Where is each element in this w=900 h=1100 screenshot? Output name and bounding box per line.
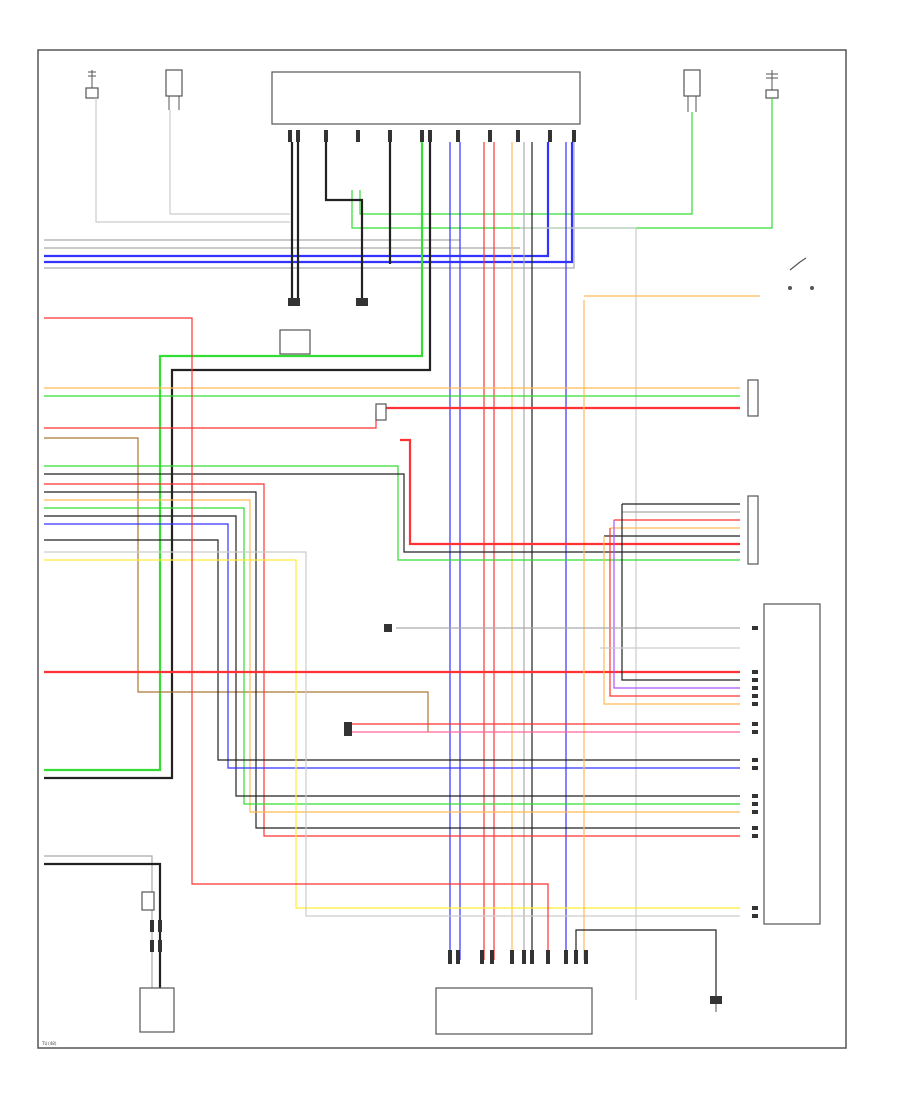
red-crossover-wire [400,438,740,546]
center-connector-1 [375,403,387,421]
connector-right-2 [747,495,759,565]
ground-2 [356,298,368,306]
sensor-top-right-2 [765,70,779,99]
bottom-left-sensor [139,891,175,1033]
right-cluster-wires [352,503,740,733]
vertical-bundle [44,142,567,960]
sensor-top-left-1 [85,70,99,99]
bottom-module-wires [575,929,717,1000]
sensor-top-left-2 [165,69,183,110]
center-connector-3 [344,722,352,736]
center-connector-2 [384,624,392,632]
right-control-module [763,603,821,925]
top-control-module [271,71,581,125]
ground-3 [710,996,722,1012]
ground-1 [279,298,311,355]
ground-wires [290,142,392,298]
sensor-top-right-1 [683,69,701,112]
diagram-frame [37,49,847,1049]
connector-right-1 [747,379,759,417]
bottom-left-sensor-wires [44,855,162,988]
mid-horizontal-wires [44,295,760,960]
top-module-pins [288,130,576,142]
switch-right-top [788,257,814,290]
corner-mark: TU (48) [41,1041,57,1046]
bottom-control-module [435,950,593,1035]
right-module-pins [752,626,758,918]
